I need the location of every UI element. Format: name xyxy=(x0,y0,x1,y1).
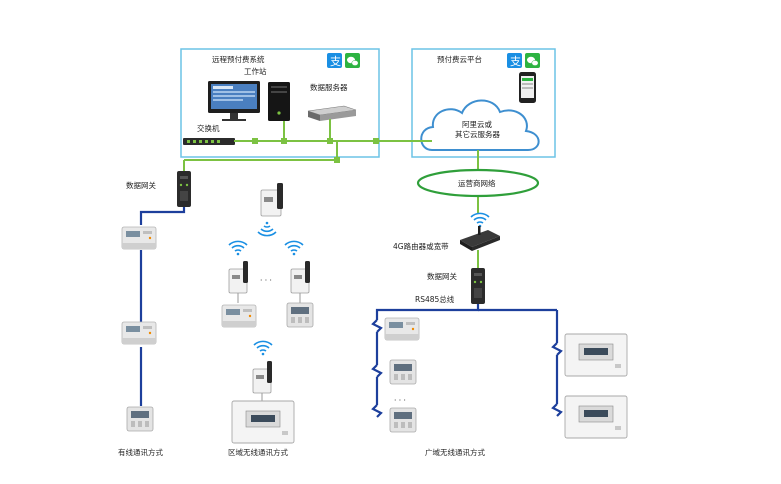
network-junctions xyxy=(252,138,379,163)
remote-system-title: 远程预付费系统 xyxy=(212,54,265,64)
wifi-icon xyxy=(257,220,277,237)
wide-rs485-bus xyxy=(371,304,563,418)
wide-caption: 广域无线通讯方式 xyxy=(425,447,485,457)
wired-rs485-bus xyxy=(139,207,186,406)
wired-meter-1 xyxy=(121,226,157,250)
switch-label: 交换机 xyxy=(197,123,220,133)
cloud-icon xyxy=(420,99,540,151)
wifi-icon xyxy=(284,240,304,257)
wired-data-gateway-icon xyxy=(177,171,191,207)
remote-system-frame xyxy=(180,48,380,158)
regional-concentrator xyxy=(260,183,283,217)
wide-box-meter-2 xyxy=(564,395,628,439)
wide-box-meter-1 xyxy=(564,333,628,377)
router-label: 4G路由器或宽带 xyxy=(393,241,449,251)
wired-caption: 有线通讯方式 xyxy=(118,447,163,457)
network-switch-icon xyxy=(183,138,235,145)
wired-gateway-label: 数据网关 xyxy=(126,180,156,190)
isp-network-oval xyxy=(416,168,540,198)
wide-ellipsis: · · · xyxy=(394,396,406,405)
regional-caption: 区域无线通讯方式 xyxy=(228,447,288,457)
cloud-label-line1: 阿里云或 xyxy=(462,119,492,129)
cloud-platform-frame xyxy=(411,48,556,158)
regional-wireless-module-1 xyxy=(228,260,249,294)
cloud-platform-title: 预付费云平台 xyxy=(437,54,482,64)
database-server-icon xyxy=(307,105,357,121)
workstation-label: 工作站 xyxy=(244,66,267,76)
svg-text:支: 支 xyxy=(510,55,521,68)
alipay-icon: 支 xyxy=(507,53,522,68)
wide-meter-1 xyxy=(384,317,420,341)
wifi-icon xyxy=(228,240,248,257)
wechat-icon xyxy=(525,53,540,68)
regional-box-meter xyxy=(231,400,295,444)
db-server-label: 数据服务器 xyxy=(310,82,348,92)
svg-text:支: 支 xyxy=(330,55,341,68)
regional-meter-1 xyxy=(221,304,257,328)
wired-meter-3 xyxy=(126,406,154,432)
wide-data-gateway-icon xyxy=(471,268,485,304)
wired-meter-2 xyxy=(121,321,157,345)
regional-wireless-module-3 xyxy=(252,360,273,394)
wifi-icon xyxy=(253,340,273,357)
wide-meter-3 xyxy=(389,407,417,433)
isp-network-label: 运营商网络 xyxy=(458,178,496,188)
smartphone-icon xyxy=(519,72,536,103)
workstation-tower-icon xyxy=(268,82,290,121)
wide-gateway-label: 数据网关 xyxy=(427,271,457,281)
rs485-bus-label: RS485总线 xyxy=(415,294,455,304)
regional-meter-2 xyxy=(286,302,314,328)
4g-router-icon xyxy=(460,226,500,251)
regional-ellipsis-1: · · · xyxy=(260,276,272,285)
regional-wireless-module-2 xyxy=(290,260,311,294)
wifi-icon xyxy=(470,212,490,229)
wechat-icon xyxy=(345,53,360,68)
cloud-label-line2: 其它云服务器 xyxy=(455,129,500,139)
alipay-icon: 支 xyxy=(327,53,342,68)
monitor-icon xyxy=(208,81,260,121)
wide-meter-2 xyxy=(389,359,417,385)
